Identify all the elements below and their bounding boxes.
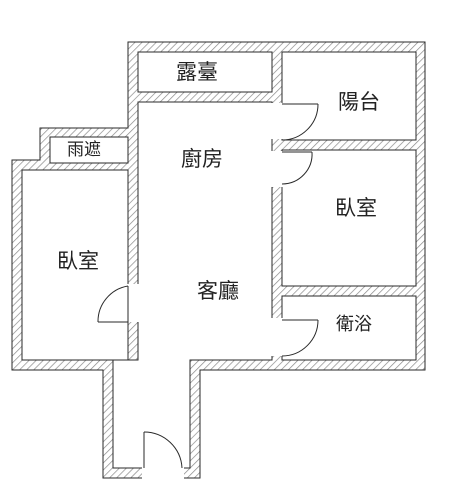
label-terrace: 露臺: [176, 60, 218, 84]
room-bedroom-left-area: [21, 169, 129, 361]
label-balcony: 陽台: [338, 90, 380, 114]
room-labels: 露臺 陽台 雨遮 廚房 臥室 臥室 客廳 衛浴: [57, 60, 380, 335]
door-bathroom: [281, 319, 319, 357]
label-bedroom-right: 臥室: [335, 196, 377, 220]
doors: [97, 103, 319, 469]
door-gap-bedroom-right: [271, 151, 283, 187]
door-gap-entry: [142, 467, 184, 479]
walls: [11, 41, 426, 479]
label-bedroom-left: 臥室: [57, 249, 99, 273]
door-bedroom-right: [281, 151, 313, 185]
label-kitchen: 廚房: [181, 147, 223, 171]
door-entry: [143, 431, 183, 469]
label-living-room: 客廳: [197, 279, 239, 303]
door-gap-bedroom-left: [127, 284, 139, 322]
room-balcony-area: [281, 51, 417, 141]
door-balcony: [281, 103, 319, 141]
room-living-area: [112, 101, 273, 469]
door-bedroom-left: [97, 285, 129, 323]
label-bathroom: 衛浴: [336, 314, 372, 335]
room-bedroom-right-area: [281, 149, 417, 287]
room-canopy-area: [49, 136, 129, 164]
door-gap-bathroom: [271, 318, 283, 356]
label-canopy: 雨遮: [67, 140, 101, 160]
room-terrace-area: [137, 51, 273, 93]
door-gap-balcony: [271, 103, 283, 139]
